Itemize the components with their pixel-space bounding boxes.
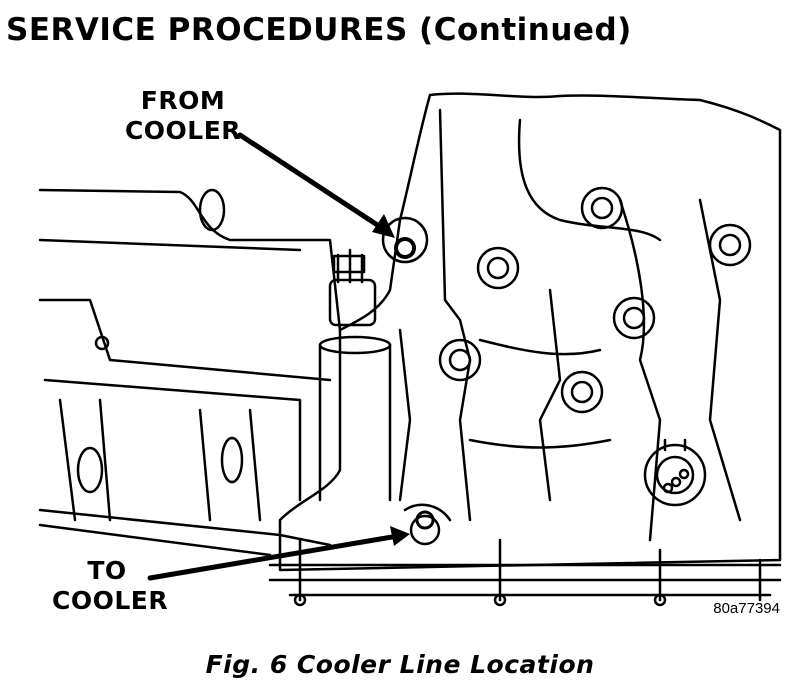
pan-rail [268,563,782,597]
figure-code: 80a77394 [713,600,780,617]
to-cooler-arrow [147,533,401,581]
transmission-illustration [0,70,800,640]
to-cooler-label: TO COOLER [52,556,169,615]
figure-caption: Fig. 6 Cooler Line Location [205,650,595,679]
valve-body-outline [278,92,782,572]
from-cooler-arrow [237,132,388,233]
page-header: SERVICE PROCEDURES (Continued) [6,12,632,48]
from-cooler-label: FROM COOLER [124,86,242,145]
left-housing [38,188,342,332]
